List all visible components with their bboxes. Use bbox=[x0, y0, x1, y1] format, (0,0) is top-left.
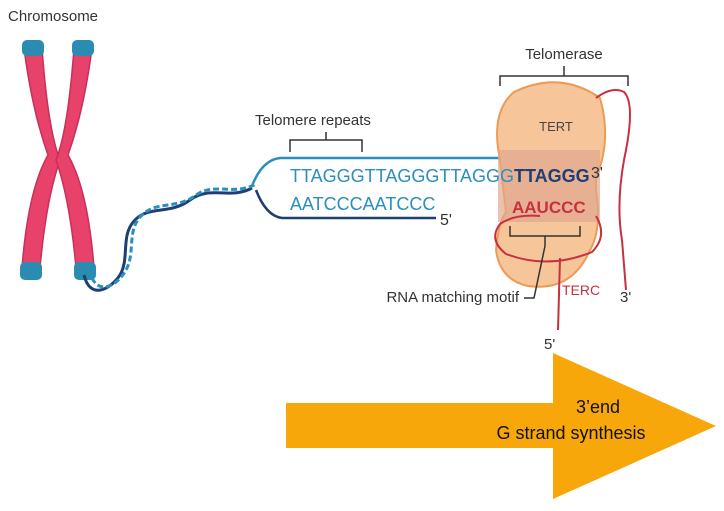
top-strand-sequence: TTAGGGTTAGGGTTAGGGTTAGGG bbox=[290, 166, 590, 186]
telomerase-label: Telomerase bbox=[525, 46, 603, 63]
terc-label: TERC bbox=[562, 282, 600, 298]
bottom-strand-sequence: AATCCCAATCCC bbox=[290, 194, 435, 214]
telomere-strands bbox=[250, 156, 596, 220]
dna-helix bbox=[82, 182, 257, 292]
top-strand-new-repeat: TTAGGG bbox=[514, 166, 590, 186]
terc-rna bbox=[494, 89, 631, 331]
bottom-strand-line bbox=[254, 189, 436, 220]
chromosome-cap-bottom-right bbox=[74, 262, 96, 280]
rna-5prime-label: 5' bbox=[544, 336, 555, 353]
telomere-repeats-label: Telomere repeats bbox=[255, 112, 371, 129]
rna-motif-bracket bbox=[509, 226, 581, 299]
terc-3prime-tail bbox=[595, 89, 631, 291]
bottom-strand-5prime: 5' bbox=[440, 212, 452, 229]
arrow-text-line1: 3’end bbox=[576, 397, 620, 417]
telomere-repeats-bracket bbox=[289, 132, 363, 152]
terc-5prime-tail bbox=[557, 257, 561, 331]
telomerase-bracket bbox=[499, 66, 629, 86]
chromosome bbox=[20, 40, 96, 280]
top-strand-3prime: 3' bbox=[591, 165, 603, 182]
terc-loop bbox=[494, 214, 603, 263]
chromosome-cap-bottom-left bbox=[20, 262, 42, 280]
arrow-text-line2: G strand synthesis bbox=[496, 423, 645, 443]
top-strand-line bbox=[250, 156, 596, 187]
rna-3prime-label: 3' bbox=[620, 289, 631, 306]
g-strand-synthesis-arrow bbox=[286, 353, 716, 499]
chromosome-cap-top-left bbox=[22, 40, 44, 56]
tert-label: TERT bbox=[539, 119, 573, 134]
top-strand-repeats: TTAGGGTTAGGGTTAGGG bbox=[290, 166, 514, 186]
active-site-shading bbox=[498, 150, 600, 222]
rna-template-sequence: AAUCCC bbox=[512, 198, 586, 217]
chromosome-label: Chromosome bbox=[8, 8, 98, 25]
chromosome-cap-top-right bbox=[72, 40, 94, 56]
rna-matching-motif-label: RNA matching motif bbox=[386, 289, 519, 306]
